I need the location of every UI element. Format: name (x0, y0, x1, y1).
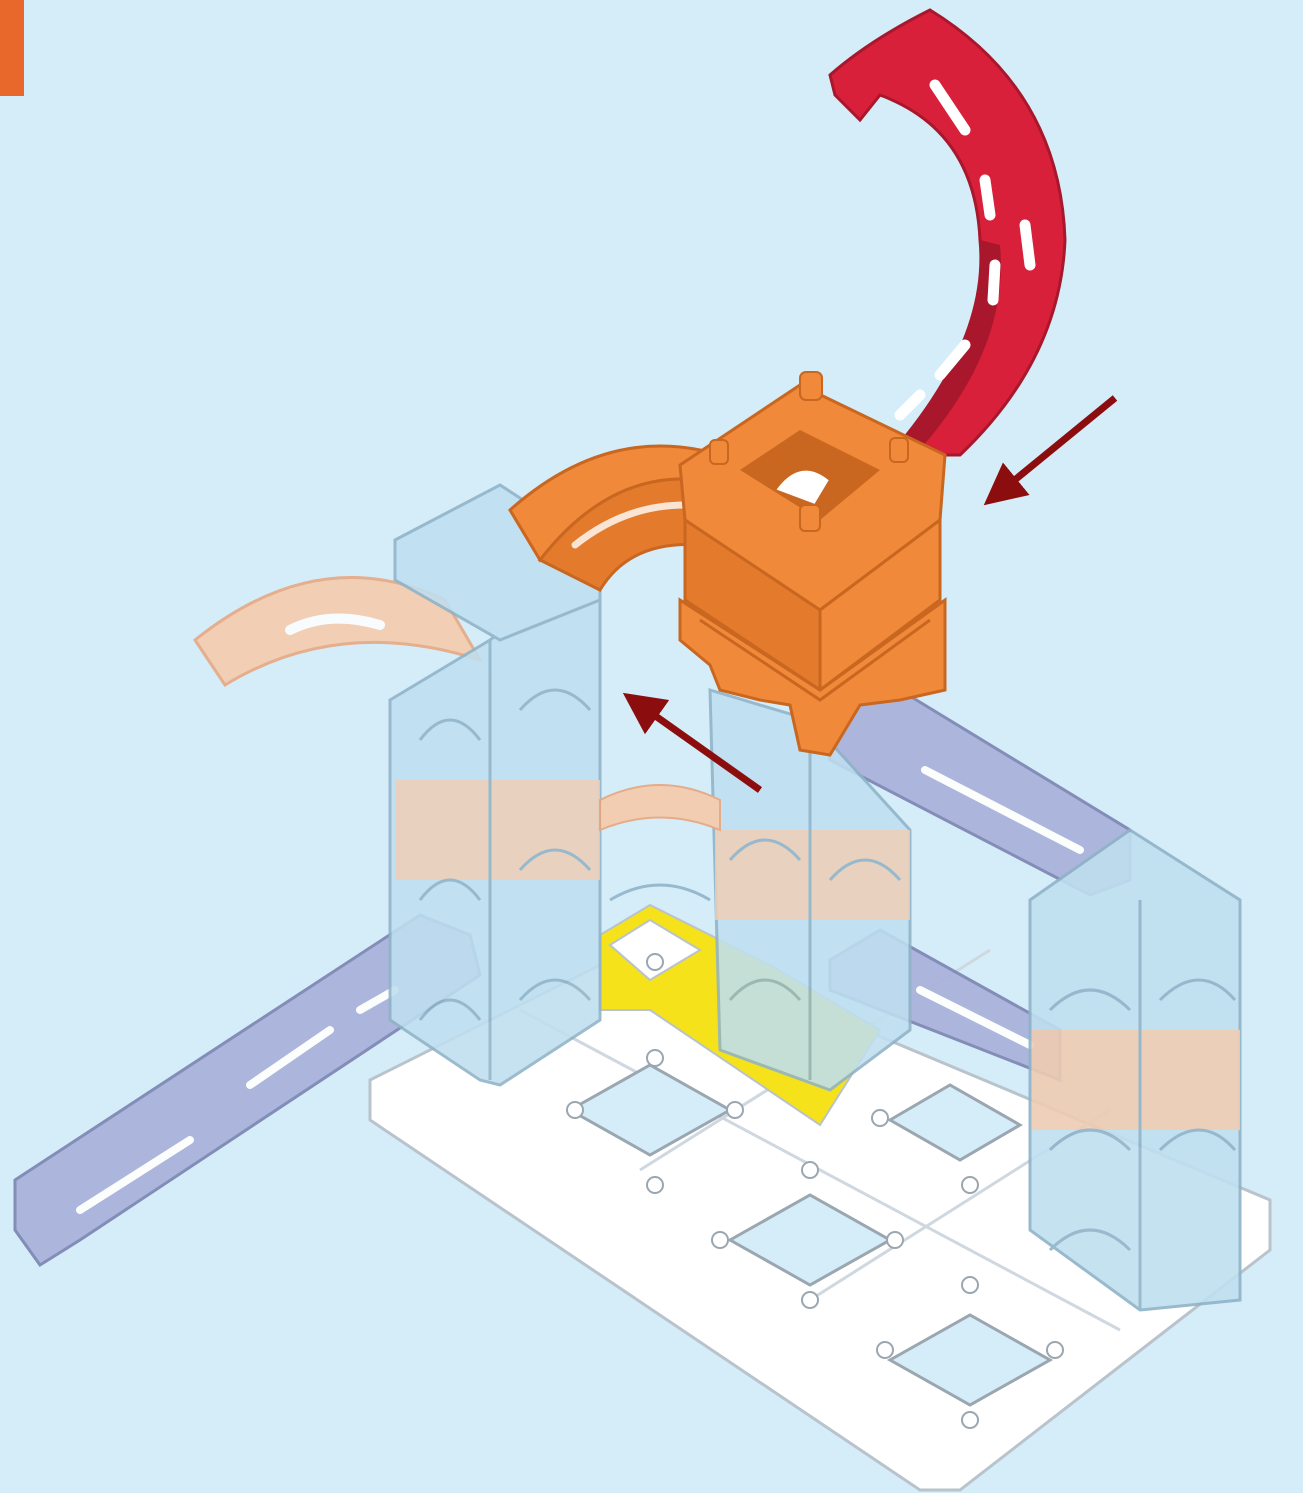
step-marker (0, 0, 24, 96)
ghost-pillar-stack-right (1030, 830, 1240, 1310)
